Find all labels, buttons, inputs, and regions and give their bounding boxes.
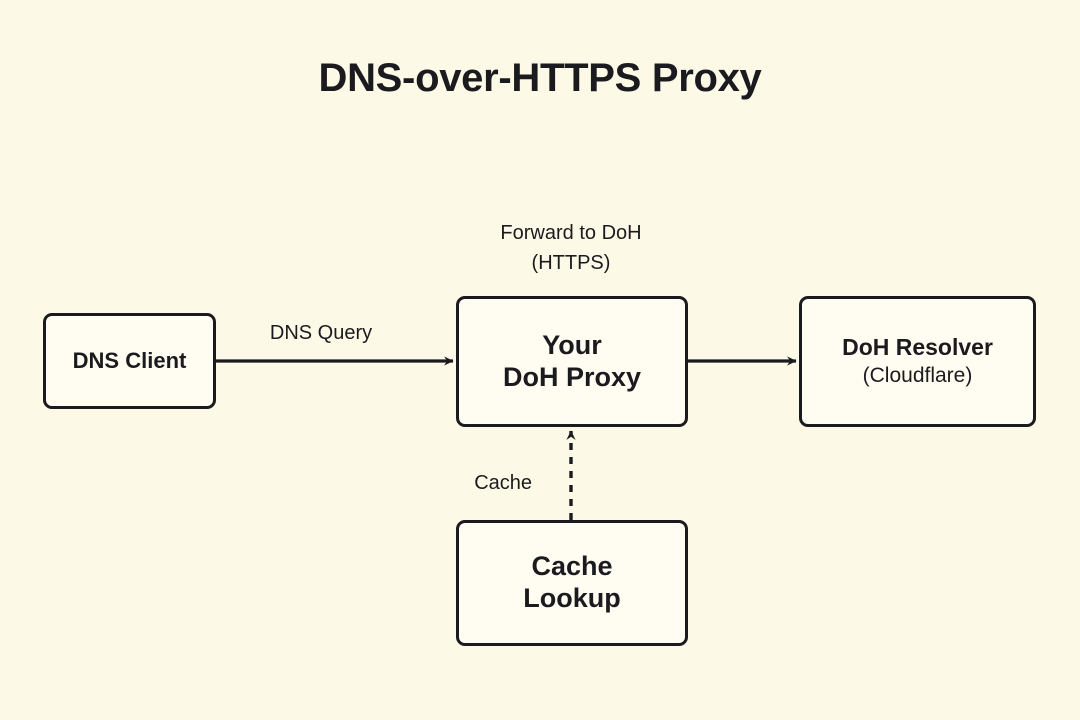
edge-label-cache: Cache [474,472,532,494]
node-doh-resolver-label: DoH Resolver [842,334,993,361]
node-doh-resolver-sublabel: (Cloudflare) [862,364,973,388]
node-cache-lookup[interactable]: Cache Lookup [456,520,688,646]
edge-label-dns-query: DNS Query [269,322,373,344]
node-cache-lookup-label: Cache Lookup [523,551,621,613]
node-doh-proxy[interactable]: Your DoH Proxy [456,296,688,427]
node-doh-proxy-label: Your DoH Proxy [502,329,642,392]
node-dns-client-label: DNS Client [72,348,187,374]
edge-label-forward-to-doh: Forward to DoH (HTTPS) [500,222,642,274]
node-dns-client[interactable]: DNS Client [43,313,216,409]
page-title: DNS-over-HTTPS Proxy [318,56,762,100]
node-doh-resolver[interactable]: DoH Resolver (Cloudflare) [799,296,1036,427]
